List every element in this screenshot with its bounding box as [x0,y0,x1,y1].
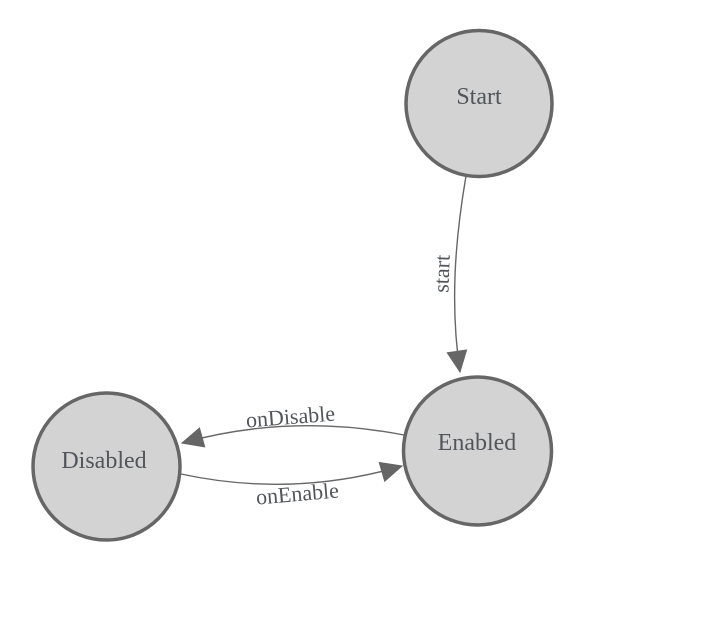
edge-start-to-enabled [446,175,468,374]
edge-label-onenable: onEnable [255,477,340,509]
state-label-enabled: Enabled [438,430,517,456]
state-node-disabled: Disabled [31,391,182,542]
transition-start: start [428,175,468,374]
edge-disabled-to-enabled [180,461,404,485]
transition-onenable: onEnable [180,461,404,510]
edge-label-ondisable: onDisable [245,401,336,433]
state-circle-start [404,28,554,179]
state-label-disabled: Disabled [61,448,146,474]
state-node-start: Start [404,28,554,179]
state-circle-disabled [31,391,182,542]
state-node-enabled: Enabled [401,375,554,527]
edge-label-start: start [428,254,454,293]
state-circle-enabled [401,375,554,527]
transition-ondisable: onDisable [180,401,405,448]
state-label-start: Start [456,84,502,110]
edge-enabled-to-disabled [180,425,405,448]
